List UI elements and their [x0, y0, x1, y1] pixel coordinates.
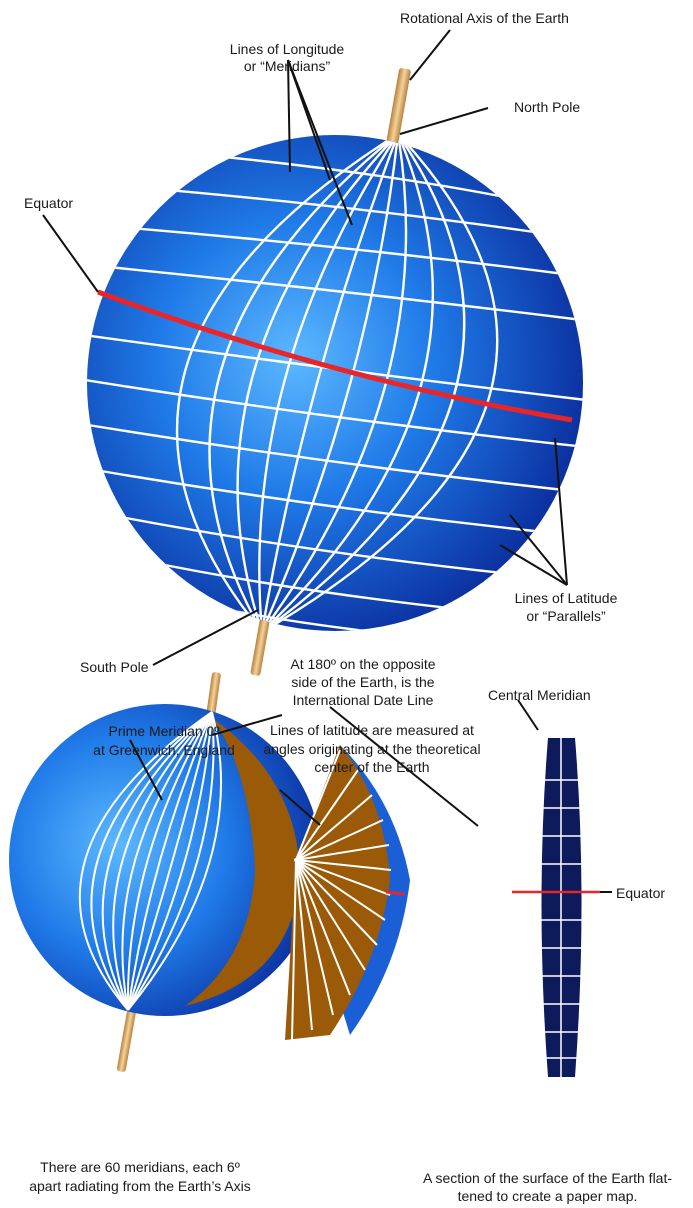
label-latitude-2: or “Parallels” — [526, 608, 606, 624]
rotational-axis-top — [385, 68, 411, 148]
label-dateline-3: International Date Line — [292, 692, 434, 708]
label-dateline-2: side of the Earth, is the — [291, 674, 435, 690]
label-lat-measure-1: Lines of latitude are measured at — [270, 722, 474, 738]
label-equator-map: Equator — [616, 885, 666, 901]
label-longitude-1: Lines of Longitude — [229, 41, 345, 57]
earth-center-point — [294, 858, 298, 862]
map-gore-grid — [536, 738, 587, 1077]
top-equator — [97, 289, 573, 423]
label-rotational-axis: Rotational Axis of the Earth — [400, 10, 569, 26]
label-section-2: tened to create a paper map. — [457, 1188, 638, 1204]
earth-cut-surface — [185, 718, 300, 1006]
wedge-spokes — [291, 749, 392, 1041]
label-south-pole: South Pole — [80, 659, 149, 675]
bottom-globe-meridians — [78, 711, 222, 1011]
bottom-axis-bottom — [116, 1010, 136, 1072]
label-dateline-1: At 180º on the opposite — [290, 656, 436, 672]
label-longitude-2: or “Meridians” — [243, 58, 331, 74]
label-prime-meridian-2: at Greenwich, England — [93, 742, 235, 758]
map-gore — [512, 738, 600, 1077]
label-north-pole: North Pole — [514, 99, 581, 115]
top-globe — [87, 68, 583, 676]
label-meridians-1: There are 60 meridians, each 6º — [40, 1159, 240, 1175]
top-globe-sphere — [87, 135, 583, 631]
label-section-1: A section of the surface of the Earth fl… — [422, 1170, 673, 1186]
label-prime-meridian-1: Prime Meridian 0º — [108, 723, 220, 739]
wedge-equator-mark — [385, 890, 405, 896]
leader-lines — [42, 29, 612, 893]
label-meridians-2: apart radiating from the Earth’s Axis — [29, 1178, 251, 1194]
bottom-globe — [9, 672, 410, 1072]
label-lat-measure-3: center of the Earth — [314, 759, 430, 775]
label-equator-top: Equator — [24, 195, 74, 211]
label-central-meridian: Central Meridian — [488, 687, 591, 703]
label-latitude-1: Lines of Latitude — [514, 590, 618, 606]
label-lat-measure-2: angles originating at the theoretical — [263, 741, 481, 757]
